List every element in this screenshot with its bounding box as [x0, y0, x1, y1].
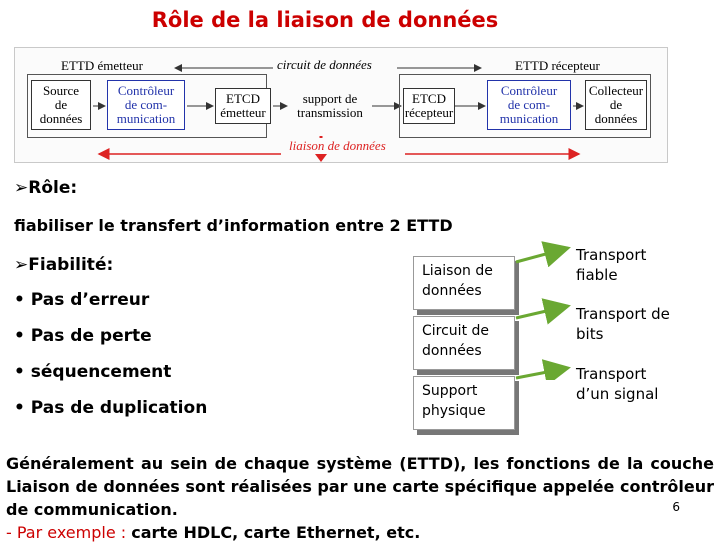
- ettd-recepteur-group: [399, 74, 651, 138]
- example-line: - Par exemple : carte HDLC, carte Ethern…: [6, 523, 421, 542]
- ettd-emetteur-label: ETTD émetteur: [61, 58, 143, 73]
- green-arrows: [515, 241, 571, 380]
- fiabilite-item: • Pas de perte: [14, 326, 152, 346]
- page-title: Rôle de la liaison de données: [151, 8, 499, 32]
- page-number: 6: [672, 500, 680, 514]
- fiabilite-item: • Pas d’erreur: [14, 290, 150, 310]
- arrow-bullet-icon: ➢: [14, 178, 29, 198]
- role-heading: ➢Rôle:: [14, 178, 78, 198]
- fiabilite-item: • séquencement: [14, 362, 172, 382]
- role-text: fiabiliser le transfert d’information en…: [14, 216, 453, 235]
- fiabilite-heading: ➢Fiabilité:: [14, 255, 114, 275]
- ettd-recepteur-label: ETTD récepteur: [515, 58, 600, 73]
- arrow-bullet-icon: ➢: [14, 255, 29, 275]
- architecture-diagram: ETTD émetteur circuit de données ETTD ré…: [14, 47, 668, 163]
- liaison-label: liaison de données: [287, 138, 388, 154]
- circuit-label: circuit de données: [277, 57, 372, 72]
- fiabilite-item: • Pas de duplication: [14, 398, 208, 418]
- bottom-paragraph: Généralement au sein de chaque système (…: [6, 452, 714, 544]
- bottom-line: Généralement au sein de chaque système (…: [6, 454, 714, 519]
